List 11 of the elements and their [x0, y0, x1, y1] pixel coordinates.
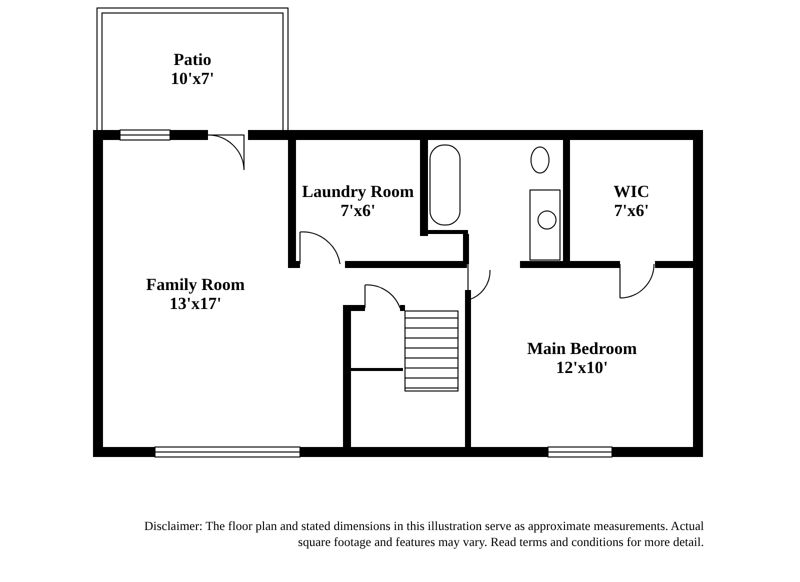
room-dimensions: 12'x10' — [556, 358, 608, 376]
room-dimensions: 7'x6' — [614, 200, 649, 220]
room-dimensions: 7'x6' — [340, 200, 376, 220]
room-name: Laundry Room — [302, 182, 414, 200]
room-name: Family Room — [146, 274, 245, 294]
room-name: Patio — [174, 50, 212, 69]
disclaimer-text: Disclaimer: The floor plan and stated dimensions in this illustration serve as approximate measurements. Actual square footage and features may vary. Read terms and conditions for more detail. — [144, 518, 704, 550]
room-dimensions: 13'x17' — [170, 294, 222, 312]
room-name: Main Bedroom — [527, 338, 637, 358]
room-name: WIC — [614, 182, 650, 200]
room-dimensions: 10'x7' — [170, 69, 214, 88]
